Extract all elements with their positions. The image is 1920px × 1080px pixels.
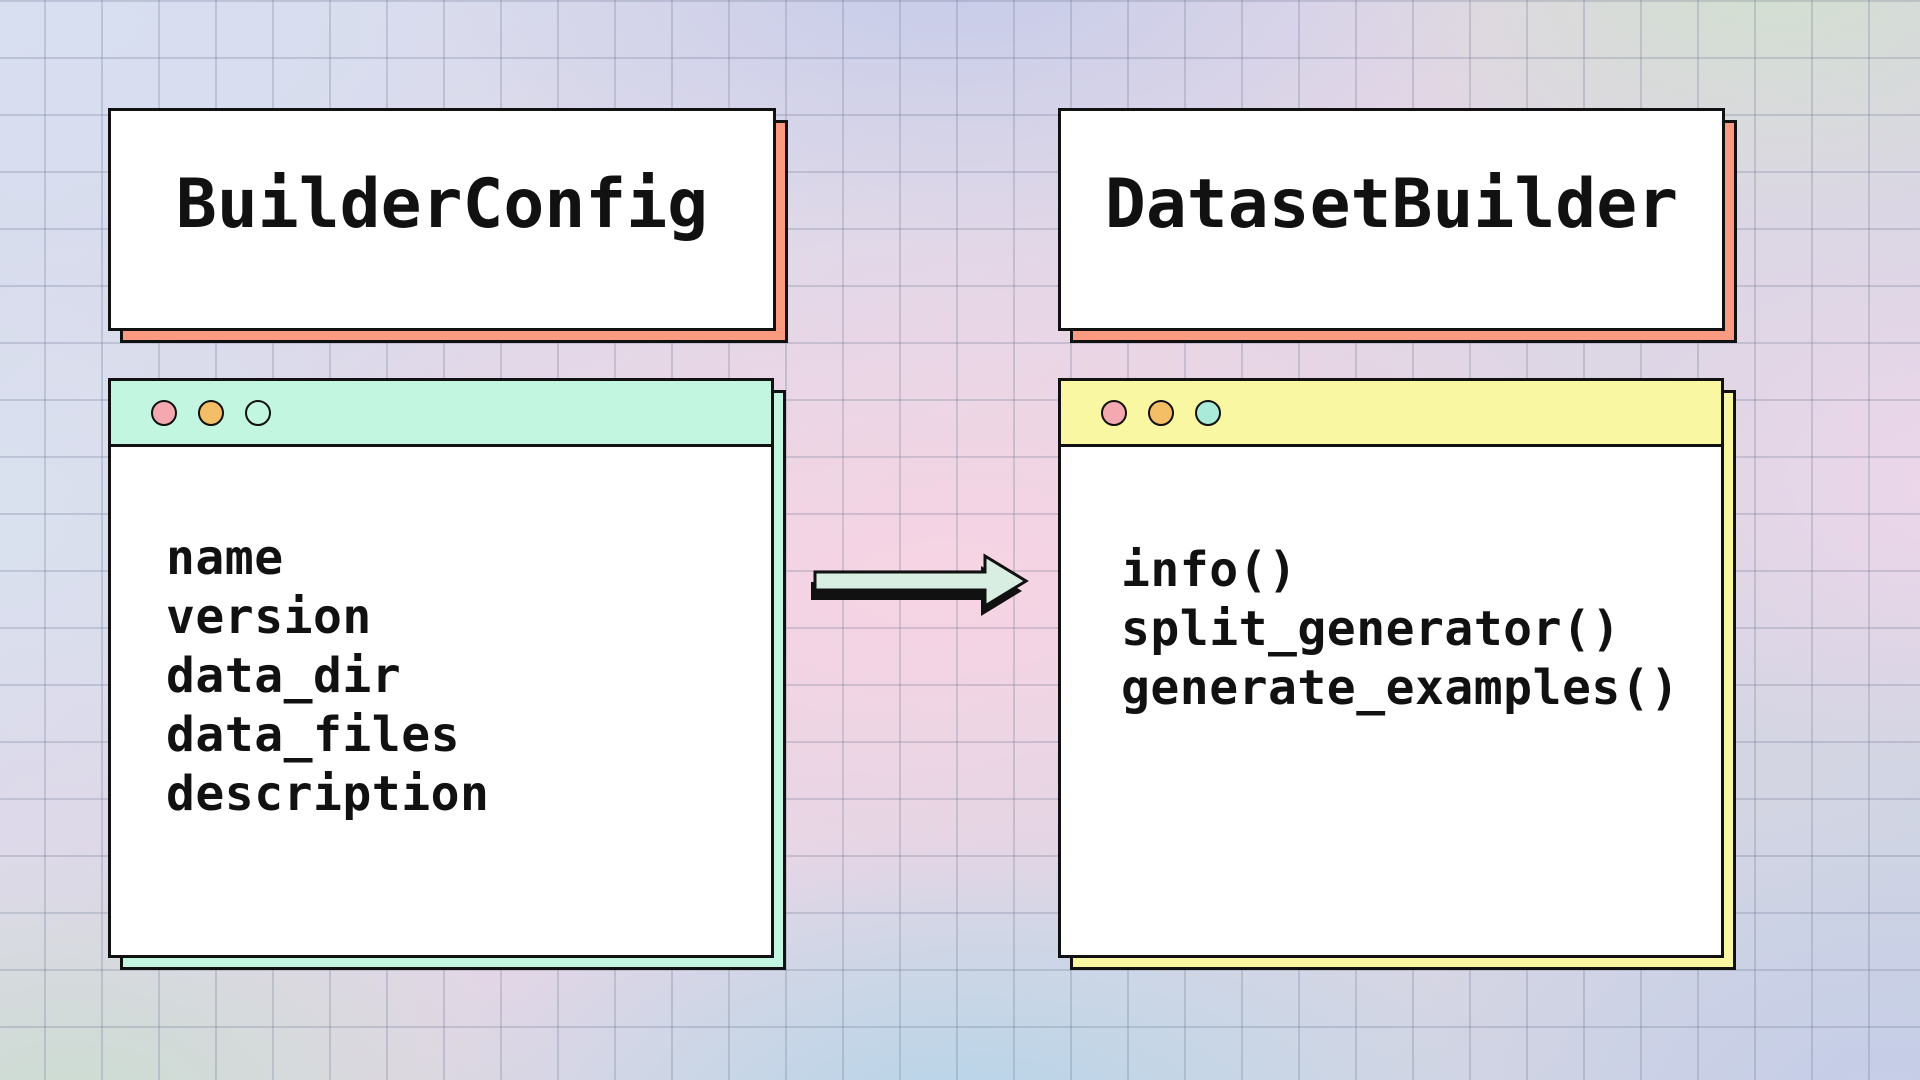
window-dot-plain-icon: [245, 399, 271, 426]
attribute-item: data_files: [166, 707, 460, 763]
attribute-item: version: [166, 589, 372, 645]
builder-config-card: BuilderConfig: [108, 108, 788, 343]
window-dot-pink-icon: [1101, 399, 1127, 426]
class-title-builder-config: BuilderConfig: [175, 165, 709, 244]
flow-arrow-icon: [811, 553, 1029, 616]
method-list: info()split_generator()generate_examples…: [1061, 447, 1721, 718]
card-face: DatasetBuilder: [1058, 108, 1725, 331]
class-title-dataset-builder: DatasetBuilder: [1104, 165, 1679, 244]
dataset-builder-window: info()split_generator()generate_examples…: [1058, 378, 1736, 970]
window-dot-orange-icon: [1148, 399, 1174, 426]
window-titlebar: [1061, 381, 1721, 447]
attribute-item: name: [166, 530, 284, 586]
window-titlebar: [111, 381, 771, 447]
window-face: info()split_generator()generate_examples…: [1058, 378, 1724, 958]
method-item: generate_examples(): [1121, 660, 1680, 716]
window-dot-cyan-icon: [1195, 399, 1221, 426]
attribute-item: description: [166, 766, 490, 822]
method-item: split_generator(): [1121, 601, 1621, 657]
window-dot-orange-icon: [198, 399, 224, 426]
dataset-builder-card: DatasetBuilder: [1058, 108, 1737, 343]
method-item: info(): [1121, 542, 1298, 598]
window-dot-pink-icon: [151, 399, 177, 426]
attribute-item: data_dir: [166, 648, 402, 704]
card-face: BuilderConfig: [108, 108, 776, 331]
